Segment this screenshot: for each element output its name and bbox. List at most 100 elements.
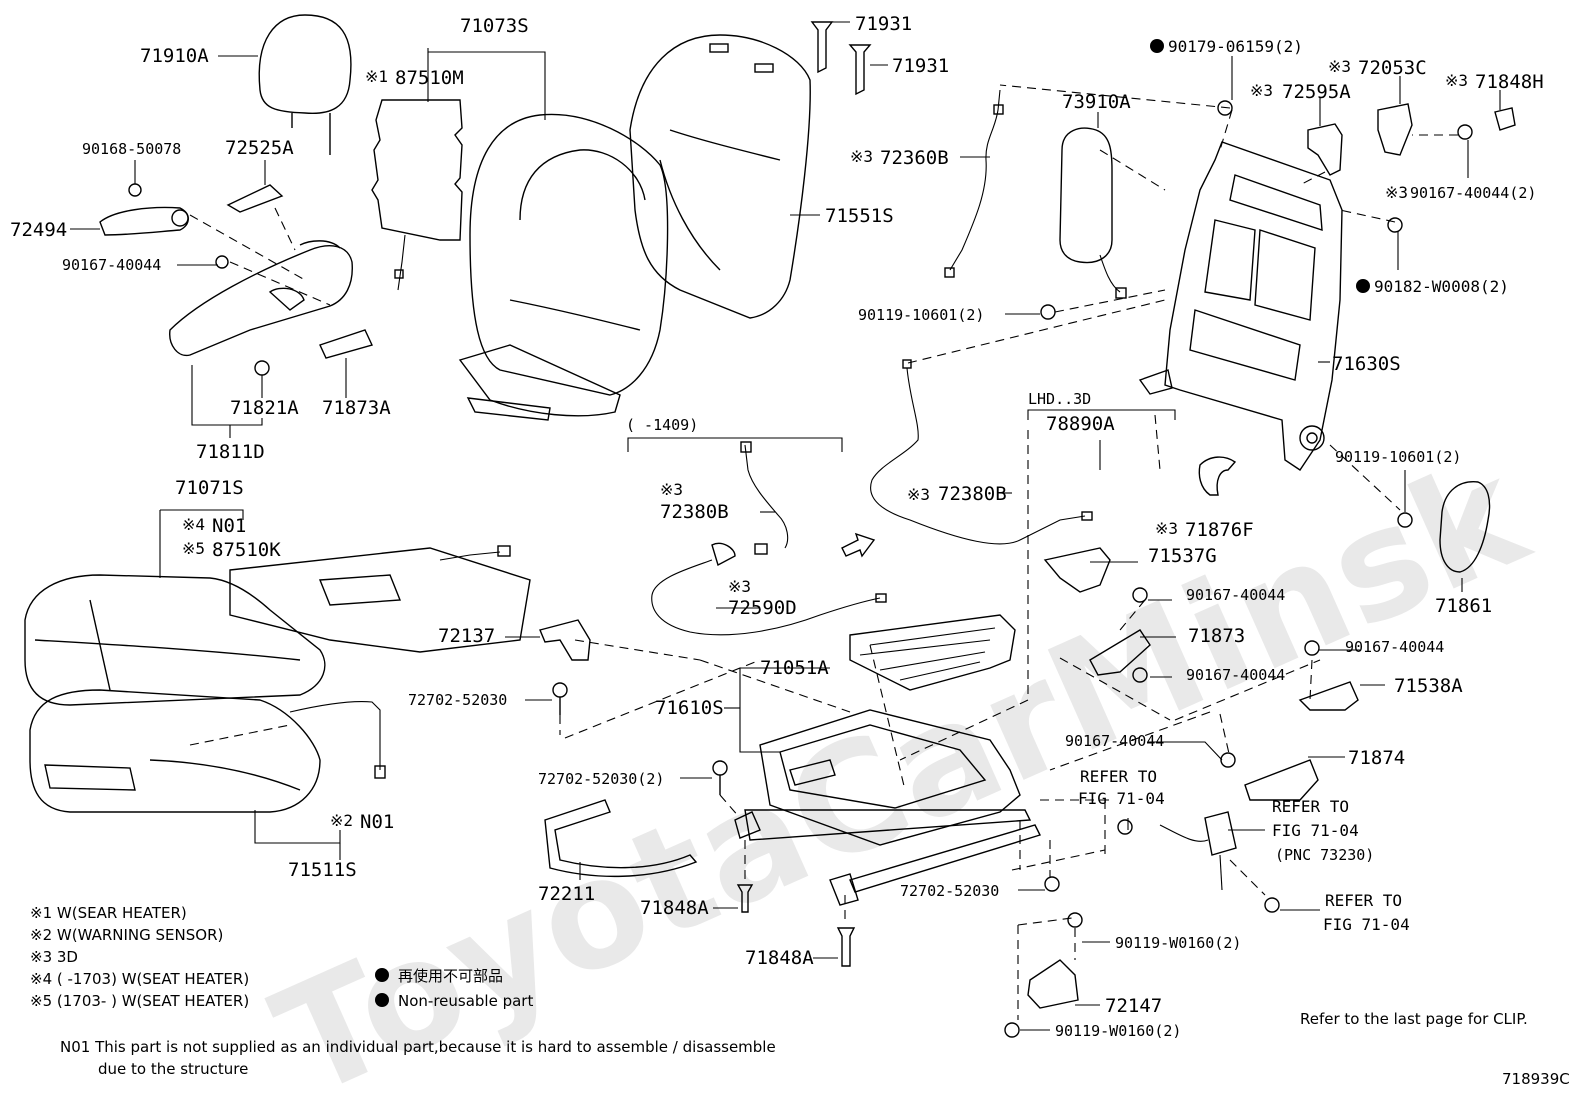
- seatback-cover-drawing: [458, 113, 669, 421]
- label-72702-52030-c: 72702-52030: [900, 882, 999, 900]
- mark-3-90167-b: ※3: [1385, 183, 1408, 202]
- label-N01-b: N01: [360, 811, 394, 833]
- label-71610S: 71610S: [655, 697, 724, 719]
- direction-arrow: [841, 532, 876, 558]
- label-71848A-b: 71848A: [745, 947, 814, 969]
- label-72590D: 72590D: [728, 597, 797, 619]
- label-refer-fig-2: FIG 71-04: [1272, 821, 1359, 840]
- label-72380B-a: 72380B: [660, 501, 729, 523]
- label-90167-40044-a: 90167-40044: [62, 256, 161, 274]
- clip-reference-note: Refer to the last page for CLIP.: [1300, 1010, 1528, 1028]
- cable-72360b-drawing: [944, 89, 1004, 278]
- legend-n01-note-line2: due to the structure: [98, 1060, 248, 1078]
- warning-sensor-drawing: [289, 701, 386, 779]
- label-71873: 71873: [1188, 625, 1245, 647]
- label-N01-a: N01: [212, 515, 246, 537]
- legend-note-5: ※5 (1703- ) W(SEAT HEATER): [30, 992, 249, 1010]
- label-72147: 72147: [1105, 995, 1162, 1017]
- label-90119-10601-b: 90119-10601(2): [1335, 448, 1461, 466]
- non-reusable-dot-legend-en: [375, 993, 389, 1007]
- label-72702-52030-a: 72702-52030: [408, 691, 507, 709]
- right-brackets-drawing: [1027, 547, 1359, 1009]
- label-90167-40044-b: 90167-40044(2): [1410, 184, 1536, 202]
- non-reusable-dot-legend-jp: [375, 968, 389, 982]
- label-refer-fig-3: FIG 71-04: [1323, 915, 1410, 934]
- mark-3-72053C: ※3: [1328, 57, 1351, 76]
- headrest-drawing: [258, 14, 352, 155]
- label-72702-52030-b: 72702-52030(2): [538, 770, 664, 788]
- seat-belt-buckle-drawing: [1159, 811, 1237, 891]
- legend-note-2: ※2 W(WARNING SENSOR): [30, 926, 223, 944]
- mark-3-71876F: ※3: [1155, 519, 1178, 538]
- mark-3-72380B-a: ※3: [660, 480, 683, 499]
- label-90167-40044-f: 90167-40044: [1065, 732, 1164, 750]
- label-refer-fig-1: FIG 71-04: [1078, 789, 1165, 808]
- recliner-cable-drawing: [651, 441, 887, 636]
- label-71051A: 71051A: [760, 657, 829, 679]
- non-reusable-dot-90182: [1356, 279, 1370, 293]
- part-number-labels: 71910A 71073S ※1 87510M 71931 71931 9017…: [10, 13, 1544, 1040]
- label-71848A-a: 71848A: [640, 897, 709, 919]
- upper-right-brackets-drawing: [1040, 100, 1516, 320]
- legend-note-1: ※1 W(SEAR HEATER): [30, 904, 187, 922]
- label-90179: 90179-06159(2): [1168, 37, 1303, 56]
- label-date-range-1409: ( -1409): [626, 416, 698, 434]
- label-refer-to-3: REFER TO: [1325, 891, 1402, 910]
- label-72211: 72211: [538, 883, 595, 905]
- back-heater-pad-drawing: [371, 99, 463, 291]
- label-refer-to-1: REFER TO: [1080, 767, 1157, 786]
- leader-lines: [70, 21, 1501, 1031]
- non-reusable-dot-90179: [1150, 39, 1164, 53]
- label-lhd-3d: LHD..3D: [1028, 390, 1091, 408]
- label-72525A: 72525A: [225, 137, 294, 159]
- label-90119-W0160-a: 90119-W0160(2): [1115, 934, 1241, 952]
- seat-spring-drawing: [849, 614, 1016, 691]
- label-72360B: 72360B: [880, 147, 949, 169]
- mark-3-72590D: ※3: [728, 577, 751, 596]
- label-87510K: 87510K: [212, 539, 281, 561]
- label-71876F: 71876F: [1185, 519, 1254, 541]
- mark-3-72360B: ※3: [850, 147, 873, 166]
- label-71630S: 71630S: [1332, 353, 1401, 375]
- legend-note-3: ※3 3D: [30, 948, 78, 966]
- label-71873A: 71873A: [322, 397, 391, 419]
- label-78890A: 78890A: [1046, 413, 1115, 435]
- legend: ※1 W(SEAR HEATER) ※2 W(WARNING SENSOR) ※…: [30, 904, 1570, 1088]
- label-72053C: 72053C: [1358, 57, 1427, 79]
- legend-note-4: ※4 ( -1703) W(SEAT HEATER): [30, 970, 249, 988]
- label-71931-a: 71931: [855, 13, 912, 35]
- label-pnc-73230: (PNC 73230): [1275, 846, 1374, 864]
- label-90119-W0160-b: 90119-W0160(2): [1055, 1022, 1181, 1040]
- adjuster-cable-drawing: [870, 359, 1093, 545]
- label-72137: 72137: [438, 625, 495, 647]
- label-71861: 71861: [1435, 595, 1492, 617]
- label-73910A: 73910A: [1062, 91, 1131, 113]
- label-71551S: 71551S: [825, 205, 894, 227]
- label-72494: 72494: [10, 219, 67, 241]
- dashed-guide-lines: [189, 84, 1458, 1020]
- label-refer-to-2: REFER TO: [1272, 797, 1349, 816]
- mark-2: ※2: [330, 811, 353, 830]
- label-90182: 90182-W0008(2): [1374, 277, 1509, 296]
- label-90167-40044-d: 90167-40044: [1345, 638, 1444, 656]
- mark-3-72595A: ※3: [1250, 81, 1273, 100]
- seatback-frame-drawing: [1138, 141, 1343, 471]
- label-72595A: 72595A: [1282, 81, 1351, 103]
- legend-n01-note-line1: N01 This part is not supplied as an indi…: [60, 1038, 776, 1056]
- label-71874: 71874: [1348, 747, 1405, 769]
- label-71073S: 71073S: [460, 15, 529, 37]
- label-87510M: 87510M: [395, 67, 464, 89]
- label-71821A: 71821A: [230, 397, 299, 419]
- mark-1: ※1: [365, 67, 388, 86]
- label-90168-50078: 90168-50078: [82, 140, 181, 158]
- label-71811D: 71811D: [196, 441, 265, 463]
- seat-cushion-drawing: [24, 574, 326, 813]
- mark-5: ※5: [182, 539, 205, 558]
- rear-seatback-cover-drawing: [629, 34, 811, 319]
- legend-non-reusable-jp: 再使用不可部品: [398, 967, 503, 985]
- label-90167-40044-e: 90167-40044: [1186, 666, 1285, 684]
- figure-number: 718939C: [1502, 1070, 1570, 1088]
- mark-3-71848H: ※3: [1445, 71, 1468, 90]
- label-71071S: 71071S: [175, 477, 244, 499]
